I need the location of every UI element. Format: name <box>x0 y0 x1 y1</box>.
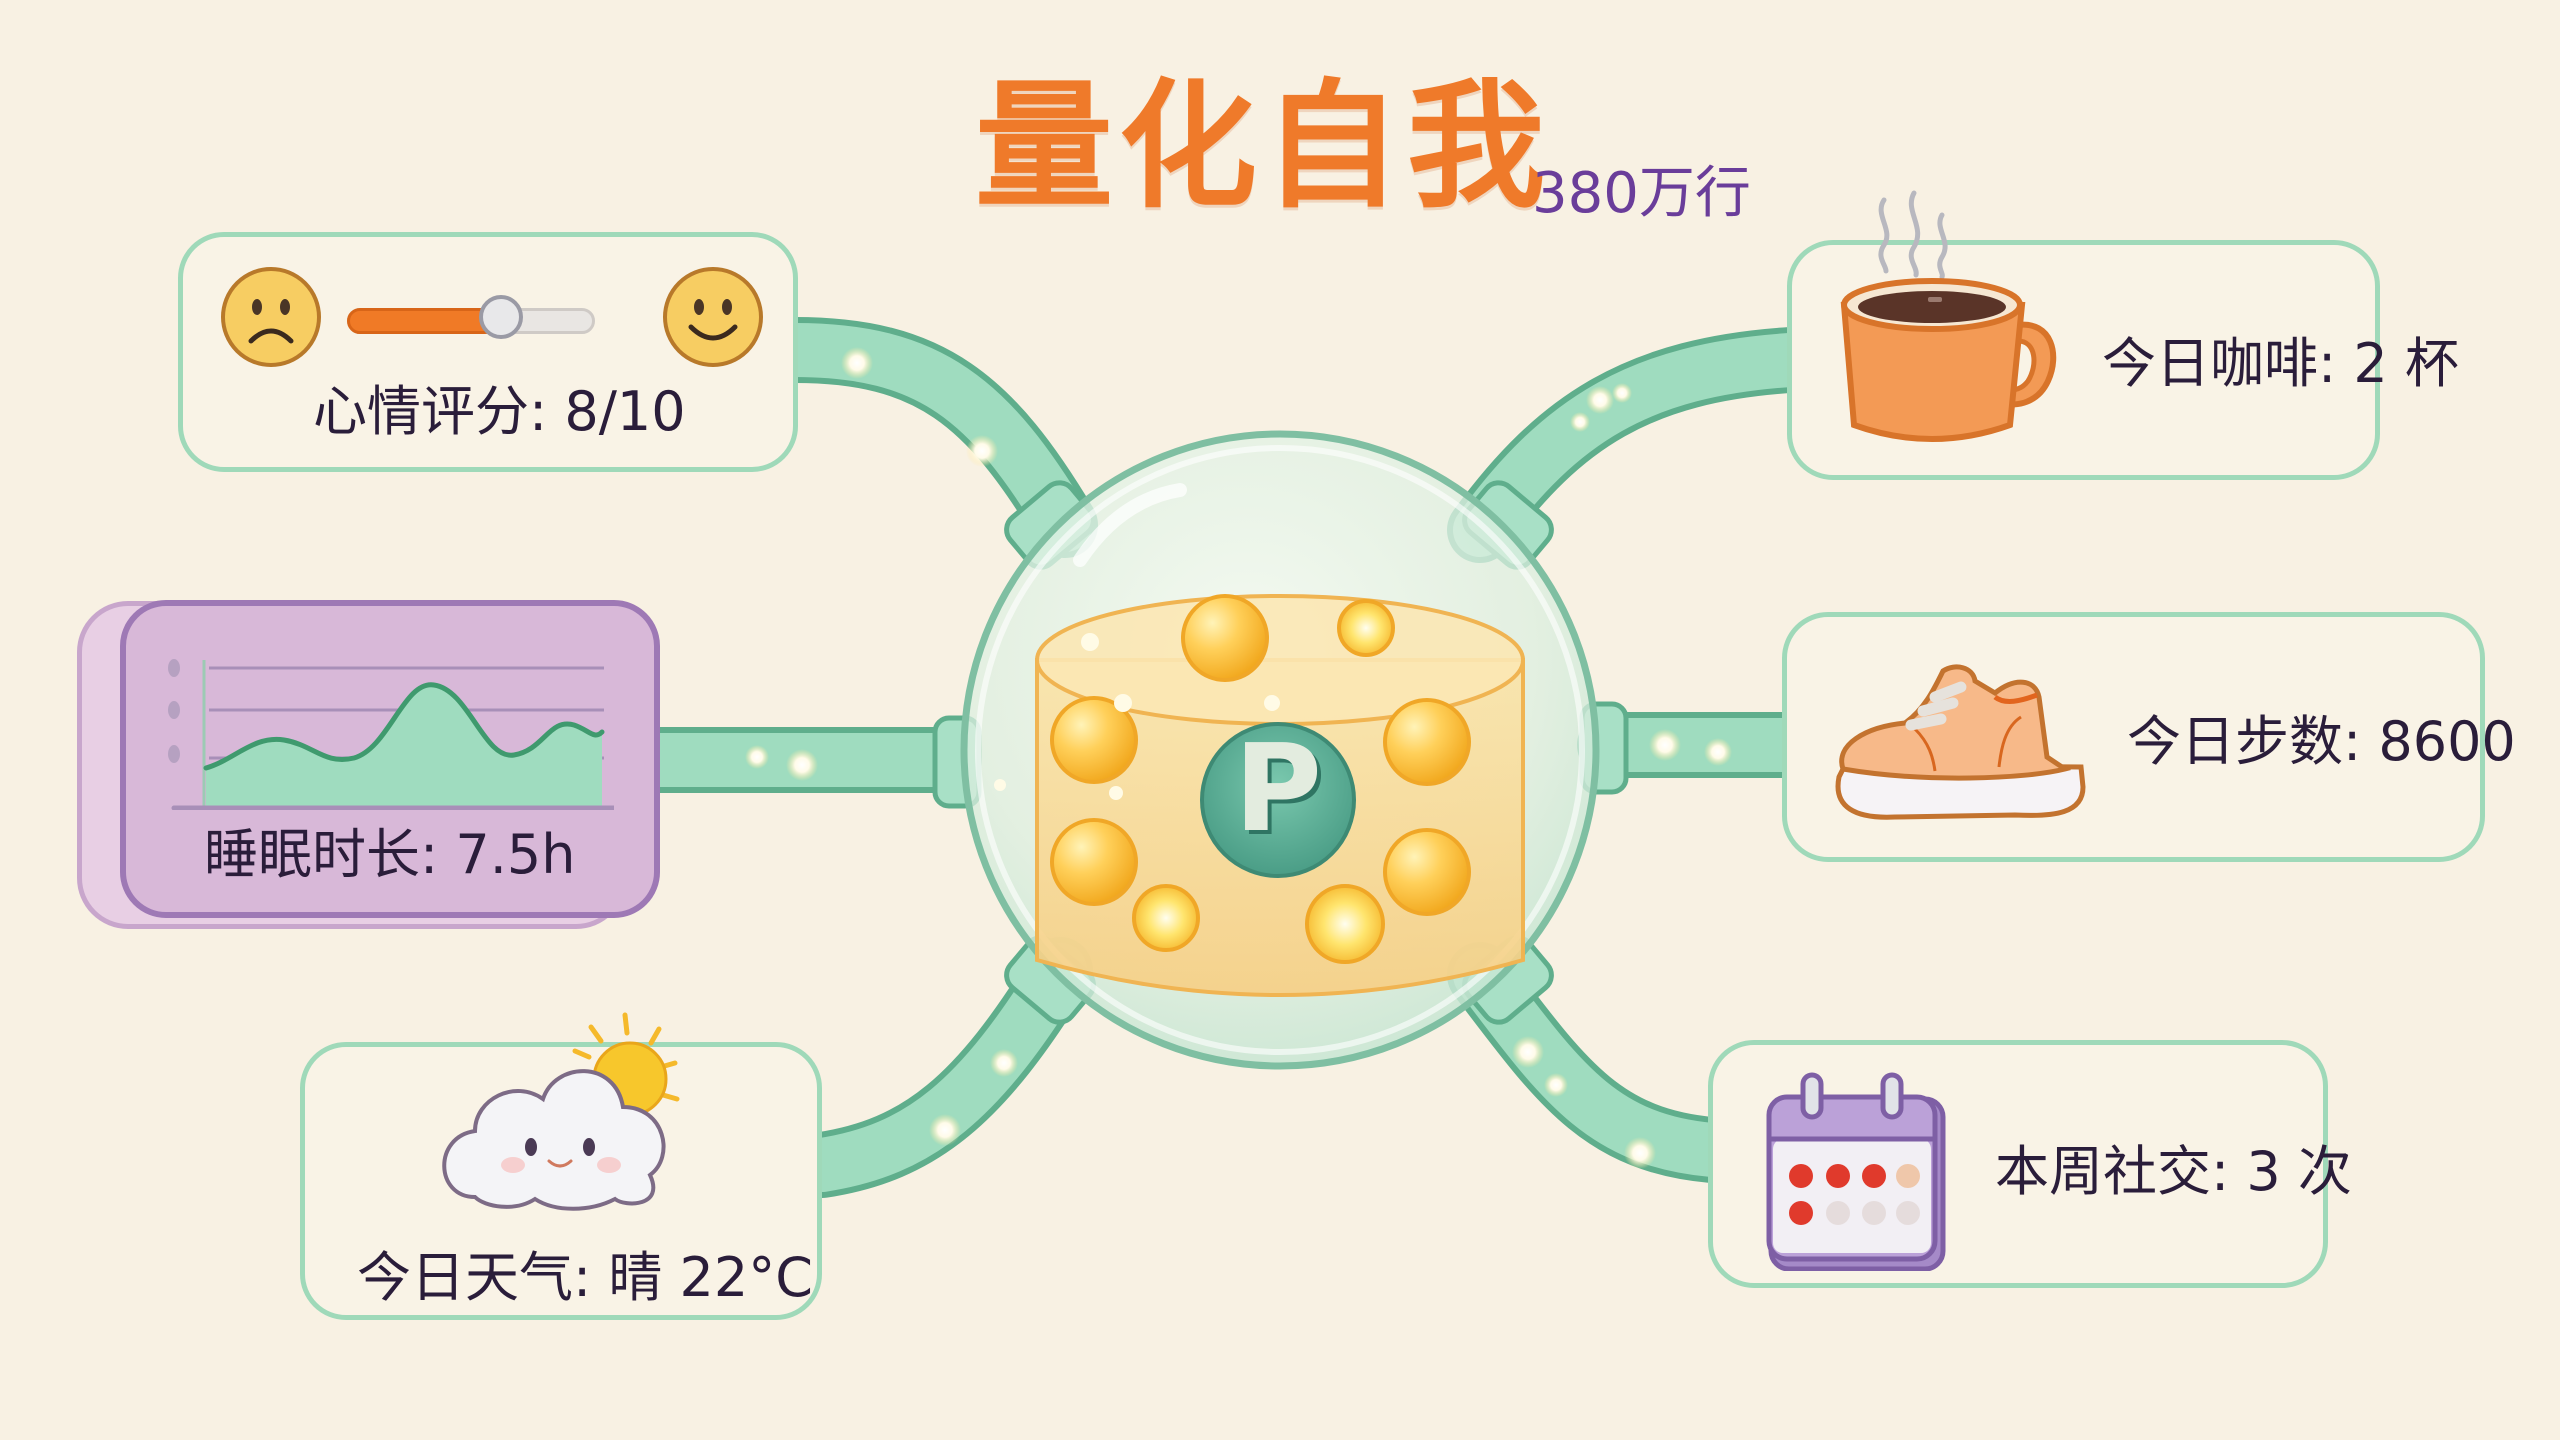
pipe-glow-dots <box>745 347 1732 1169</box>
sneaker-icon <box>1835 664 2086 820</box>
central-sphere <box>960 430 1600 1070</box>
weather-card[interactable]: 今日天气: 晴 22°C <box>300 1012 822 1320</box>
happy-face-icon <box>663 267 763 367</box>
social-card[interactable]: 本周社交: 3 次 <box>1708 1040 2352 1288</box>
page-title: 量化自我 <box>975 66 1552 227</box>
cloud-sun-icon <box>442 1012 680 1211</box>
mood-slider[interactable] <box>347 295 595 339</box>
sleep-card[interactable]: 睡眠时长: 7.5h <box>120 600 660 918</box>
sad-face-icon <box>221 267 321 367</box>
calendar-icon <box>1766 1072 1946 1271</box>
mood-card[interactable]: 心情评分: 8/10 <box>178 232 798 472</box>
line-count-badge: 380万行 <box>1532 161 1751 226</box>
weather-label: 今日天气: 晴 22°C <box>357 1246 813 1309</box>
logo-letter: P <box>1234 720 1322 859</box>
coffee-count-label: 今日咖啡: 2 杯 <box>2102 332 2459 395</box>
sleep-duration-label: 睡眠时长: 7.5h <box>204 823 576 886</box>
coffee-mug-icon <box>1840 190 2057 442</box>
slider-thumb[interactable] <box>479 295 523 339</box>
steps-count-label: 今日步数: 8600 <box>2127 710 2516 773</box>
mood-score-label: 心情评分: 8/10 <box>313 380 686 443</box>
steps-card[interactable]: 今日步数: 8600 <box>1782 612 2516 862</box>
social-count-label: 本周社交: 3 次 <box>1995 1140 2352 1203</box>
area-chart-icon <box>168 659 614 810</box>
coffee-card[interactable]: 今日咖啡: 2 杯 <box>1787 190 2459 480</box>
slider-fill <box>347 308 497 334</box>
